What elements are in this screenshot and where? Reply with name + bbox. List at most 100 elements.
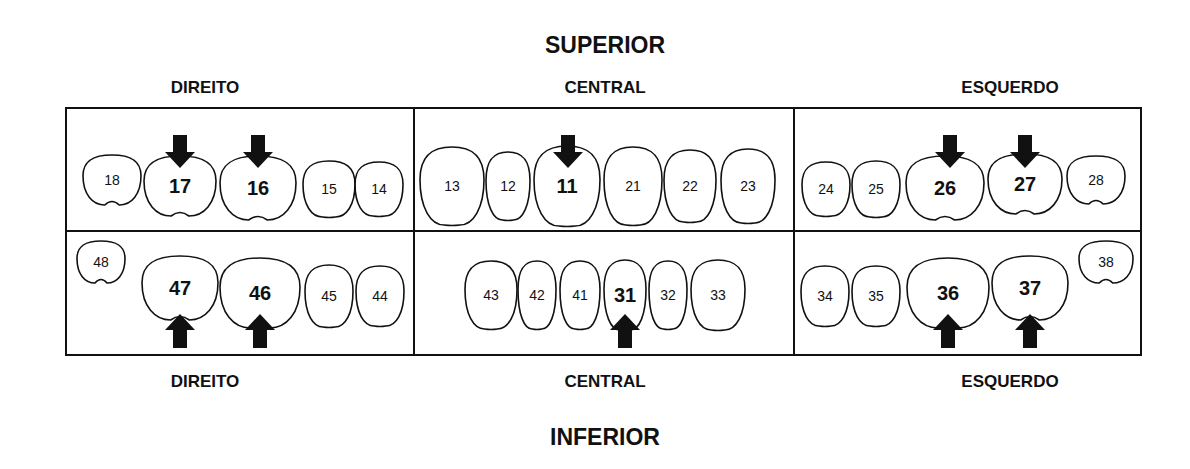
tooth-number: 15: [321, 182, 337, 196]
tooth-outline-path: [604, 147, 662, 226]
pointer-arrow: [933, 314, 963, 348]
quadrant-panel: CENTRAL434241313233: [413, 230, 795, 356]
quadrant-label: DIREITO: [171, 78, 240, 98]
pointer-arrow: [1015, 314, 1045, 348]
tooth-outline-path: [142, 256, 218, 320]
tooth-outline-path: [992, 256, 1068, 320]
tooth-number: 33: [710, 288, 726, 302]
tooth: 23: [720, 148, 776, 224]
tooth-outline-path: [303, 161, 355, 218]
tooth-number: 26: [934, 178, 956, 198]
quadrant-panel: ESQUERDO3435363738: [793, 230, 1142, 356]
tooth: 41: [559, 260, 601, 330]
tooth: 16: [219, 155, 297, 221]
tooth-number: 35: [868, 289, 884, 303]
tooth: 35: [851, 265, 901, 327]
tooth-outline-path: [852, 266, 900, 327]
tooth-outline-path: [721, 149, 775, 224]
tooth-outline-path: [83, 155, 141, 205]
tooth: 44: [355, 265, 405, 327]
tooth-outline-path: [691, 260, 745, 331]
tooth: 25: [851, 160, 901, 218]
quadrant-label: CENTRAL: [564, 78, 645, 98]
tooth-number: 43: [483, 288, 499, 302]
tooth-outline-path: [356, 266, 404, 327]
tooth-outline-path: [664, 150, 716, 223]
tooth-outline-path: [220, 258, 300, 328]
tooth: 36: [906, 257, 990, 329]
tooth: 14: [354, 161, 404, 217]
tooth-number: 25: [868, 182, 884, 196]
tooth-number: 34: [817, 289, 833, 303]
pointer-arrow: [245, 314, 275, 348]
quadrant-panel: CENTRAL131211212223: [413, 107, 795, 232]
arch-label: INFERIOR: [550, 424, 660, 451]
tooth-number: 31: [614, 285, 636, 305]
tooth-outline-path: [907, 258, 989, 328]
tooth: 13: [419, 146, 485, 226]
tooth-number: 18: [104, 173, 120, 187]
pointer-arrow: [165, 135, 195, 168]
tooth-number: 47: [169, 278, 191, 298]
tooth-number: 28: [1088, 173, 1104, 187]
tooth-outline-path: [852, 161, 900, 218]
tooth-outline-path: [534, 146, 600, 227]
tooth-number: 38: [1098, 255, 1114, 269]
tooth: 47: [141, 255, 219, 321]
tooth-number: 11: [556, 176, 577, 196]
tooth-number: 13: [444, 179, 460, 193]
tooth: 34: [800, 265, 850, 327]
tooth-outline-path: [988, 154, 1062, 214]
tooth-number: 36: [937, 283, 959, 303]
tooth-outline-path: [305, 265, 353, 328]
tooth-outline-path: [420, 147, 484, 226]
tooth-number: 41: [572, 288, 588, 302]
quadrant-panel: DIREITO1817161514: [65, 107, 415, 232]
tooth-outline-path: [801, 266, 849, 327]
pointer-arrow: [553, 135, 583, 168]
tooth: 17: [143, 155, 217, 217]
tooth-number: 42: [529, 288, 545, 302]
tooth: 11: [533, 145, 601, 227]
quadrant-label: DIREITO: [171, 372, 240, 392]
tooth: 31: [603, 259, 647, 331]
tooth-number: 12: [500, 179, 516, 193]
tooth-outline-path: [649, 261, 687, 330]
tooth-number: 32: [660, 288, 676, 302]
tooth: 22: [663, 149, 717, 223]
pointer-arrow: [1010, 135, 1040, 168]
tooth: 12: [485, 151, 531, 221]
quadrant-panel: ESQUERDO2425262728: [793, 107, 1142, 232]
tooth-outline-path: [77, 241, 125, 283]
tooth: 15: [302, 160, 356, 218]
tooth-number: 44: [372, 289, 388, 303]
tooth-outline-path: [1067, 156, 1125, 204]
tooth: 37: [991, 255, 1069, 321]
tooth: 18: [82, 154, 142, 206]
tooth-number: 17: [169, 176, 191, 196]
tooth: 42: [517, 260, 557, 330]
tooth: 46: [219, 257, 301, 329]
tooth-number: 23: [740, 179, 756, 193]
tooth-outline-path: [518, 261, 556, 330]
tooth: 21: [603, 146, 663, 226]
tooth: 32: [648, 260, 688, 330]
tooth-number: 22: [682, 179, 698, 193]
tooth-number: 16: [247, 178, 269, 198]
pointer-arrow: [935, 135, 965, 168]
tooth-number: 48: [93, 255, 109, 269]
tooth: 27: [987, 153, 1063, 215]
tooth-outline-path: [144, 156, 216, 216]
tooth-number: 27: [1014, 174, 1036, 194]
tooth-outline-path: [1079, 241, 1133, 283]
tooth-outline-path: [906, 156, 984, 220]
tooth-outline-path: [802, 162, 850, 217]
tooth: 45: [304, 264, 354, 328]
tooth-number: 21: [625, 179, 641, 193]
pointer-arrow: [243, 135, 273, 168]
tooth-outline-path: [604, 260, 646, 331]
tooth-outline-path: [355, 162, 403, 217]
tooth-outline-path: [486, 152, 530, 221]
